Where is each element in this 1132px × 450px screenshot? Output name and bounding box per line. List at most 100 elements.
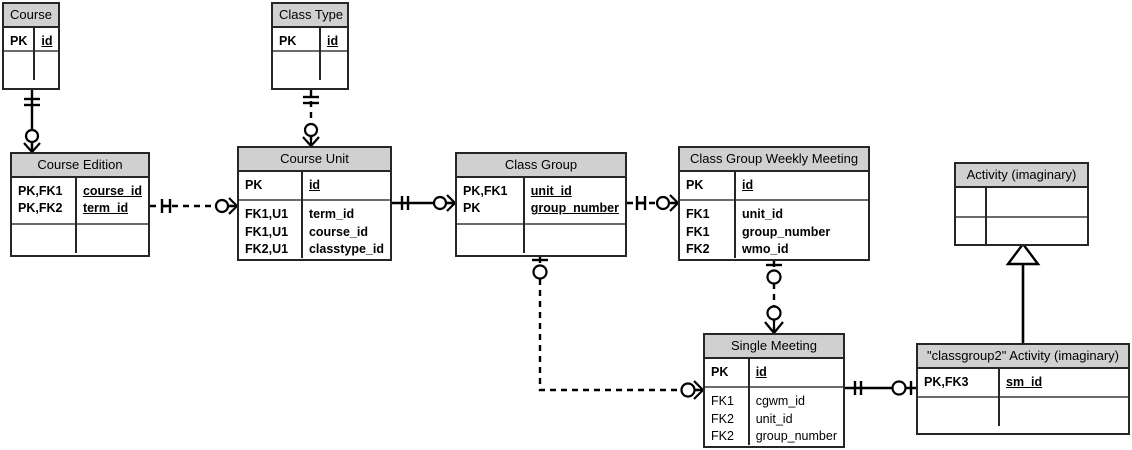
attribute-name: group_number [755, 428, 837, 443]
key-label: FK1,U1 [239, 199, 303, 224]
attribute-row: PK,FK3 sm_id [918, 369, 1128, 398]
key-cell-empty [273, 50, 321, 81]
key-cell-empty [4, 50, 36, 81]
key-label: FK2 [705, 427, 750, 445]
attribute-name: id [308, 178, 321, 192]
attribute-cell-empty [320, 50, 347, 81]
attribute-cell-empty [523, 222, 625, 253]
key-label: PK,FK3 [918, 369, 1000, 398]
connector-single-meeting-to-classgroup2-activity [845, 380, 916, 396]
attribute-name: id [755, 365, 767, 379]
entity-single-meeting[interactable]: Single Meeting PK id FK1 cgwm_id FK2 uni… [703, 333, 845, 448]
attribute-row: PK,FK1 course_id [12, 178, 148, 201]
entity-title: Activity (imaginary) [956, 164, 1087, 188]
connector-class-group-weekly-meeting-to-single-meeting [764, 261, 784, 334]
attribute-name: unit_id [755, 411, 793, 426]
key-label: FK2,U1 [239, 240, 303, 258]
key-cell-empty [12, 222, 77, 253]
attribute-row: FK1 unit_id [680, 199, 868, 224]
key-cell-empty [956, 188, 987, 217]
key-label: FK2 [705, 410, 750, 428]
attribute-row: PK id [4, 28, 58, 52]
attribute-cell-empty [986, 216, 1087, 246]
key-cell-empty [457, 222, 525, 253]
key-label: PK,FK1 [12, 178, 77, 201]
entity-title: Course [4, 4, 58, 28]
key-label: PK [239, 172, 303, 201]
entity-activity-imaginary[interactable]: Activity (imaginary) [954, 162, 1089, 246]
key-label: PK,FK2 [12, 200, 77, 224]
connector-course-to-course-edition [23, 90, 41, 153]
attribute-cell-empty [986, 188, 1087, 217]
attribute-name: classtype_id [308, 241, 384, 256]
attribute-name: term_id [82, 201, 129, 216]
attribute-row: FK1,U1 course_id [239, 223, 390, 241]
attribute-row: PK id [705, 359, 843, 388]
key-label: PK [680, 172, 736, 201]
key-label: FK1 [680, 199, 736, 224]
inheritance-triangle-icon [1005, 242, 1041, 266]
attribute-name: id [742, 178, 754, 192]
attribute-name: wmo_id [742, 241, 789, 256]
attribute-name: group_number [742, 224, 831, 239]
attribute-name: course_id [82, 184, 142, 198]
attribute-row: PK,FK1 unit_id [457, 178, 625, 201]
key-label: PK [273, 28, 321, 52]
empty-attribute-row [956, 216, 1087, 246]
empty-attribute-row [4, 50, 59, 81]
connector-course-unit-to-class-group [392, 194, 456, 212]
entity-title: Course Unit [239, 148, 390, 172]
attribute-name: id [41, 34, 53, 48]
empty-attribute-row [956, 188, 1087, 217]
attribute-row: FK1 cgwm_id [705, 386, 843, 411]
attribute-row: PK,FK2 term_id [12, 200, 148, 224]
entity-class-type[interactable]: Class Type PK id [271, 2, 349, 90]
attribute-row: PK id [273, 28, 347, 52]
entity-class-group-weekly-meeting[interactable]: Class Group Weekly Meeting PK id FK1 uni… [678, 146, 870, 261]
entity-title: Class Type [273, 4, 347, 28]
key-label: FK2 [680, 240, 736, 258]
attribute-row: PK id [680, 172, 868, 201]
entity-title: Class Group [457, 154, 625, 178]
empty-attribute-row [12, 222, 148, 253]
entity-course[interactable]: Course PK id [2, 2, 60, 90]
connector-class-type-to-course-unit [302, 90, 320, 147]
entity-title: "classgroup2" Activity (imaginary) [918, 345, 1128, 369]
key-label: PK [457, 200, 525, 224]
connector-course-edition-to-course-unit [150, 197, 238, 215]
attribute-name: sm_id [1006, 375, 1043, 389]
connector-class-group-to-class-group-weekly-meeting [627, 194, 679, 212]
attribute-row: FK2,U1 classtype_id [239, 240, 390, 258]
attribute-name: unit_id [530, 184, 572, 198]
entity-course-unit[interactable]: Course Unit PK id FK1,U1 term_id FK1,U1 … [237, 146, 392, 261]
attribute-name: course_id [308, 224, 369, 239]
attribute-row: FK1 group_number [680, 223, 868, 241]
attribute-row: FK1,U1 term_id [239, 199, 390, 224]
attribute-cell-empty [34, 50, 59, 81]
key-cell-empty [956, 216, 987, 246]
key-label: FK1 [705, 386, 750, 411]
entity-class-group[interactable]: Class Group PK,FK1 unit_id PK group_numb… [455, 152, 627, 257]
key-label: FK1 [680, 223, 736, 241]
key-label: PK [4, 28, 36, 52]
attribute-name: id [327, 34, 339, 48]
entity-course-edition[interactable]: Course Edition PK,FK1 course_id PK,FK2 t… [10, 152, 150, 257]
connector-classgroup2-inherits-activity [1005, 242, 1041, 343]
attribute-name: term_id [301, 199, 390, 224]
entity-title: Class Group Weekly Meeting [680, 148, 868, 172]
empty-attribute-row [273, 50, 347, 81]
attribute-row: PK id [239, 172, 390, 201]
entity-title: Course Edition [12, 154, 148, 178]
attribute-row: FK2 group_number [705, 427, 843, 445]
empty-attribute-row [457, 222, 625, 253]
attribute-cell-empty [999, 396, 1128, 427]
attribute-name: unit_id [735, 199, 868, 224]
attribute-row: PK group_number [457, 200, 625, 224]
entity-classgroup2-activity-imaginary[interactable]: "classgroup2" Activity (imaginary) PK,FK… [916, 343, 1130, 435]
attribute-cell-empty [75, 222, 148, 253]
attribute-row: FK2 wmo_id [680, 240, 868, 258]
attribute-name: group_number [530, 201, 619, 216]
key-label: PK,FK1 [457, 178, 525, 201]
entity-title: Single Meeting [705, 335, 843, 359]
